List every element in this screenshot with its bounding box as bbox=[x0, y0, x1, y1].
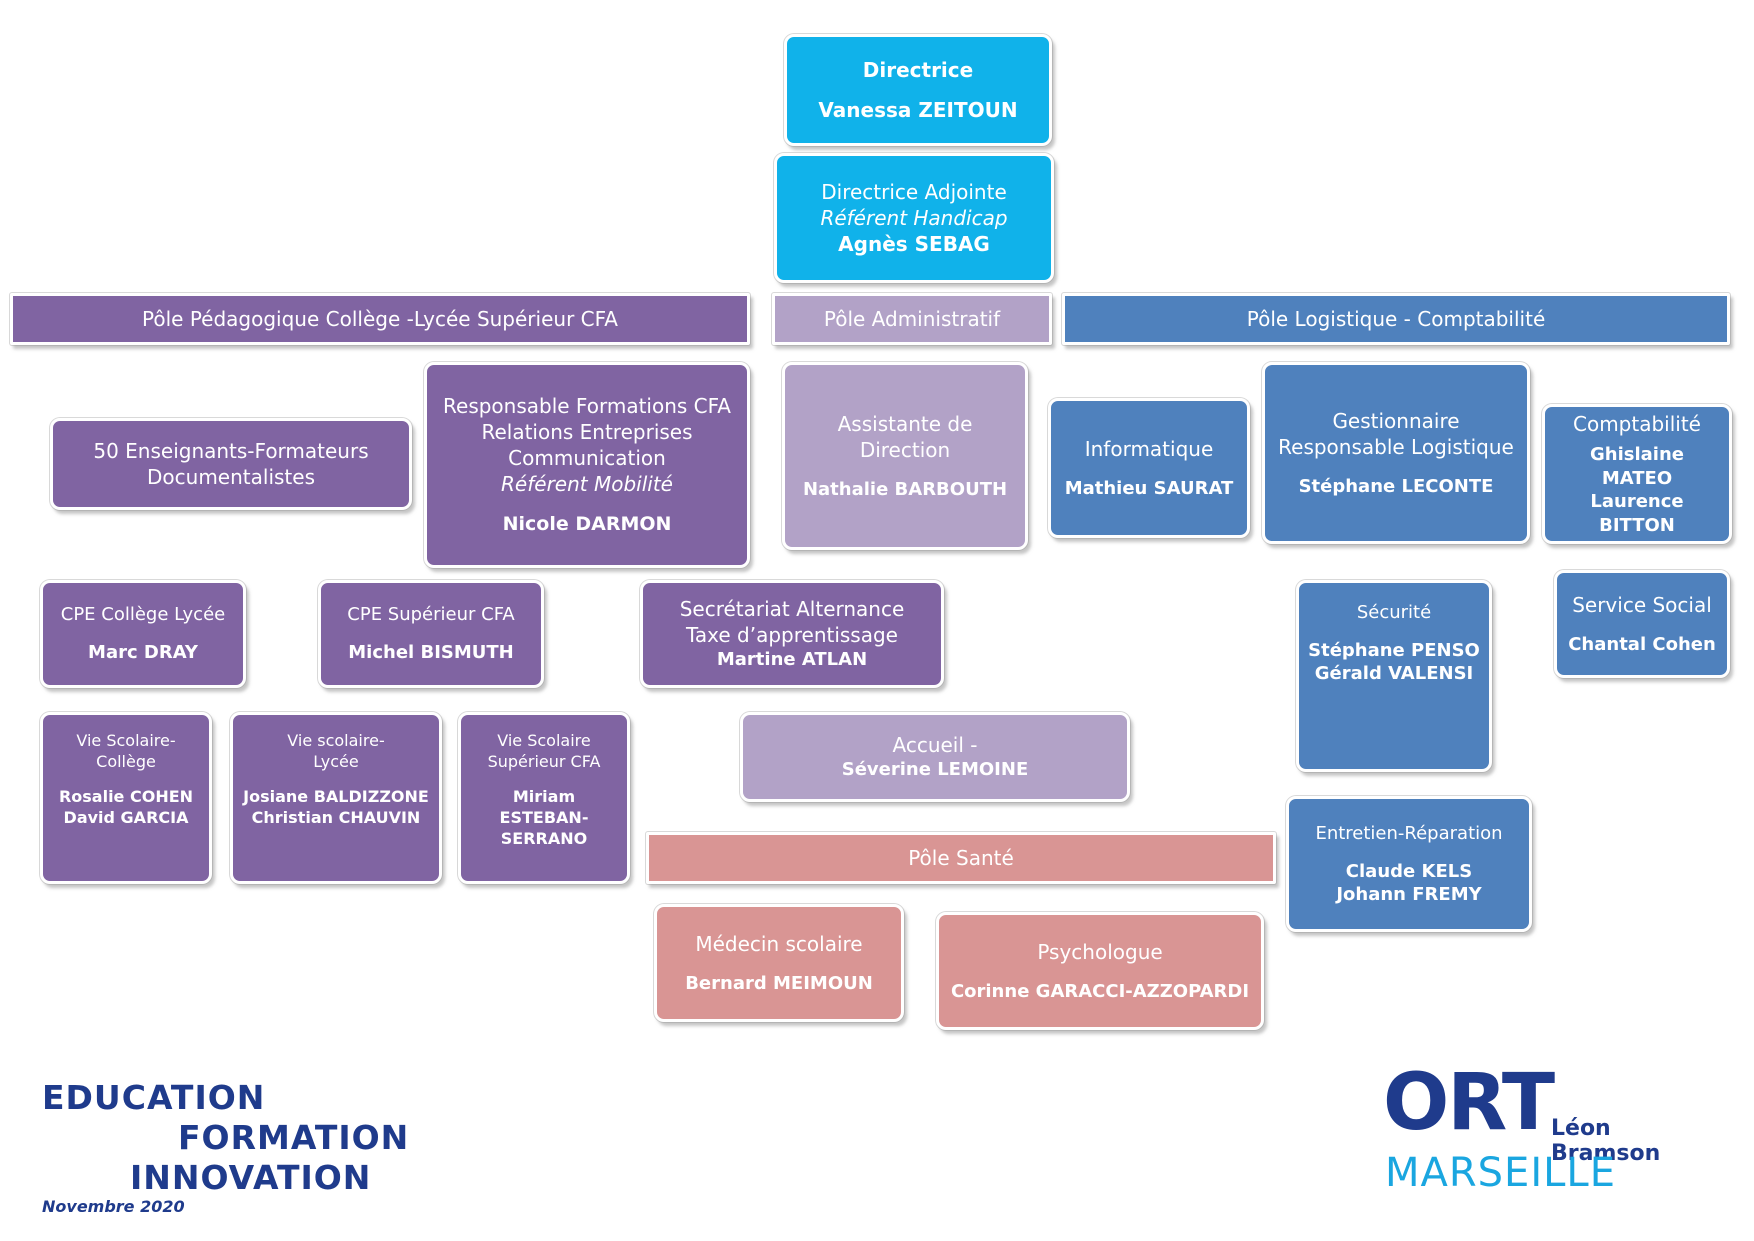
enseignants-line1: 50 Enseignants-Formateurs bbox=[93, 439, 369, 463]
pole-sante-label: Pôle Santé bbox=[908, 846, 1014, 870]
gestionnaire-name: Stéphane LECONTE bbox=[1298, 475, 1494, 497]
efi-logo: EDUCATION FORMATION INNOVATION bbox=[42, 1078, 408, 1208]
entretien-box: Entretien-Réparation Claude KELS Johann … bbox=[1286, 796, 1532, 932]
efi-line3-text: INNOVATION bbox=[130, 1158, 372, 1197]
entretien-name1: Claude KELS bbox=[1345, 860, 1473, 882]
responsable-cfa-role: Référent Mobilité bbox=[501, 472, 673, 497]
directrice-title: Directrice bbox=[862, 57, 974, 82]
service-social-box: Service Social Chantal Cohen bbox=[1554, 570, 1730, 678]
enseignants-line2: Documentalistes bbox=[147, 465, 315, 489]
vie-superieur-line2: Supérieur CFA bbox=[487, 751, 601, 771]
efi-line-3: INNOVATION bbox=[130, 1158, 371, 1197]
comptabilite-name2: Laurence BITTON bbox=[1590, 491, 1684, 536]
secretariat-name: Martine ATLAN bbox=[716, 649, 868, 671]
directrice-name: Vanessa ZEITOUN bbox=[818, 98, 1018, 123]
efi-line-1: EDUCATION bbox=[42, 1078, 265, 1117]
medecin-title: Médecin scolaire bbox=[695, 932, 863, 957]
cpe-superieur-box: CPE Supérieur CFA Michel BISMUTH bbox=[318, 580, 544, 688]
vie-college-line2: Collège bbox=[96, 751, 156, 771]
gestionnaire-box: Gestionnaire Responsable Logistique Stép… bbox=[1262, 362, 1530, 544]
securite-name1: Stéphane PENSO bbox=[1308, 639, 1480, 661]
securite-name2: Gérald VALENSI bbox=[1314, 663, 1474, 685]
informatique-box: Informatique Mathieu SAURAT bbox=[1048, 398, 1250, 538]
pole-logistique-header: Pôle Logistique - Comptabilité bbox=[1062, 293, 1730, 345]
assistante-line1: Assistante de bbox=[837, 412, 973, 437]
efi-line2-text: FORMATION bbox=[178, 1118, 410, 1157]
cpe-college-box: CPE Collège Lycée Marc DRAY bbox=[40, 580, 246, 688]
pole-administratif-header: Pôle Administratif bbox=[772, 293, 1052, 345]
vie-superieur-name2: ESTEBAN- bbox=[499, 807, 589, 827]
informatique-name: Mathieu SAURAT bbox=[1064, 477, 1234, 499]
assistante-name: Nathalie BARBOUTH bbox=[802, 478, 1008, 500]
medecin-name: Bernard MEIMOUN bbox=[685, 972, 873, 994]
service-social-name: Chantal Cohen bbox=[1568, 633, 1716, 655]
responsable-cfa-name: Nicole DARMON bbox=[502, 512, 672, 535]
psychologue-title: Psychologue bbox=[1037, 940, 1163, 965]
adjointe-role: Référent Handicap bbox=[820, 206, 1008, 230]
vie-college-name2: David GARCIA bbox=[63, 807, 189, 827]
ort-city: MARSEILLE bbox=[1385, 1150, 1616, 1196]
responsable-cfa-line1: Responsable Formations CFA bbox=[443, 394, 731, 419]
assistante-line2: Direction bbox=[859, 438, 951, 463]
entretien-name2: Johann FREMY bbox=[1336, 883, 1482, 905]
responsable-cfa-box: Responsable Formations CFA Relations Ent… bbox=[424, 362, 750, 568]
vie-superieur-name3: SERRANO bbox=[500, 828, 588, 848]
cpe-superieur-title: CPE Supérieur CFA bbox=[347, 604, 515, 626]
secretariat-box: Secrétariat Alternance Taxe d’apprentiss… bbox=[640, 580, 944, 688]
gestionnaire-line1: Gestionnaire bbox=[1332, 409, 1460, 434]
vie-superieur-line1: Vie Scolaire bbox=[497, 731, 591, 750]
vie-scolaire-superieur-box: Vie Scolaire Supérieur CFA Miriam ESTEBA… bbox=[458, 712, 630, 884]
adjointe-box: Directrice Adjointe Référent Handicap Ag… bbox=[774, 153, 1054, 283]
accueil-title: Accueil - bbox=[892, 733, 978, 758]
responsable-cfa-line2: Relations Entreprises bbox=[481, 420, 693, 445]
vie-college-name1: Rosalie COHEN bbox=[58, 786, 194, 806]
psychologue-name: Corinne GARACCI-AZZOPARDI bbox=[950, 980, 1250, 1002]
secretariat-line1: Secrétariat Alternance bbox=[679, 597, 905, 622]
pole-sante-header: Pôle Santé bbox=[646, 832, 1276, 884]
efi-line-2: FORMATION bbox=[178, 1118, 409, 1157]
securite-box: Sécurité Stéphane PENSO Gérald VALENSI bbox=[1296, 580, 1492, 772]
ort-wordmark: ORT bbox=[1383, 1058, 1555, 1148]
vie-lycee-line1: Vie scolaire- bbox=[287, 731, 385, 750]
vie-scolaire-college-box: Vie Scolaire- Collège Rosalie COHEN Davi… bbox=[40, 712, 212, 884]
assistante-box: Assistante de Direction Nathalie BARBOUT… bbox=[782, 362, 1028, 550]
efi-line1-text: EDUCATION bbox=[42, 1078, 266, 1117]
gestionnaire-line2: Responsable Logistique bbox=[1278, 435, 1514, 460]
vie-superieur-name1: Miriam bbox=[512, 786, 576, 806]
psychologue-box: Psychologue Corinne GARACCI-AZZOPARDI bbox=[936, 912, 1264, 1030]
pole-pedagogique-label: Pôle Pédagogique Collège -Lycée Supérieu… bbox=[142, 307, 618, 331]
accueil-name: Séverine LEMOINE bbox=[841, 759, 1029, 781]
securite-title: Sécurité bbox=[1356, 602, 1432, 623]
vie-lycee-line2: Lycée bbox=[313, 751, 359, 771]
vie-lycee-name2: Christian CHAUVIN bbox=[251, 807, 421, 827]
adjointe-title: Directrice Adjointe bbox=[821, 180, 1007, 204]
adjointe-name: Agnès SEBAG bbox=[838, 232, 990, 256]
pole-logistique-label: Pôle Logistique - Comptabilité bbox=[1246, 307, 1546, 331]
comptabilite-name1: Ghislaine MATEO bbox=[1590, 444, 1684, 489]
pole-administratif-label: Pôle Administratif bbox=[823, 307, 1001, 331]
comptabilite-box: Comptabilité Ghislaine MATEO Laurence BI… bbox=[1542, 404, 1732, 544]
vie-lycee-name1: Josiane BALDIZZONE bbox=[243, 786, 429, 806]
ort-subtitle: Léon Bramson bbox=[1551, 1116, 1661, 1166]
informatique-title: Informatique bbox=[1084, 437, 1214, 462]
directrice-box: Directrice Vanessa ZEITOUN bbox=[784, 34, 1052, 146]
date-label: Novembre 2020 bbox=[42, 1197, 185, 1216]
secretariat-line2: Taxe d’apprentissage bbox=[685, 623, 898, 648]
cpe-superieur-name: Michel BISMUTH bbox=[348, 642, 514, 664]
service-social-title: Service Social bbox=[1572, 593, 1712, 618]
vie-scolaire-lycee-box: Vie scolaire- Lycée Josiane BALDIZZONE C… bbox=[230, 712, 442, 884]
ort-marseille-logo: ORT Léon Bramson MARSEILLE bbox=[1383, 1064, 1713, 1198]
entretien-title: Entretien-Réparation bbox=[1315, 822, 1503, 844]
comptabilite-title: Comptabilité bbox=[1573, 412, 1701, 436]
cpe-college-title: CPE Collège Lycée bbox=[60, 604, 226, 626]
medecin-box: Médecin scolaire Bernard MEIMOUN bbox=[654, 904, 904, 1022]
responsable-cfa-line3: Communication bbox=[508, 446, 666, 471]
accueil-box: Accueil - Séverine LEMOINE bbox=[740, 712, 1130, 802]
pole-pedagogique-header: Pôle Pédagogique Collège -Lycée Supérieu… bbox=[10, 293, 750, 345]
cpe-college-name: Marc DRAY bbox=[88, 642, 198, 664]
enseignants-box: 50 Enseignants-Formateurs Documentaliste… bbox=[50, 418, 412, 510]
vie-college-line1: Vie Scolaire- bbox=[76, 731, 176, 750]
